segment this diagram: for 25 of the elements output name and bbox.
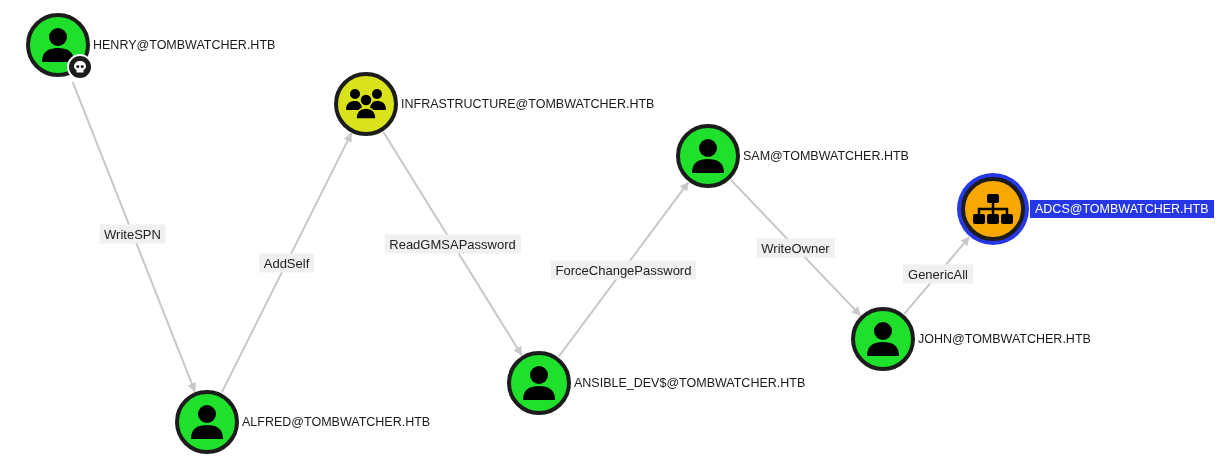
node-label: ANSIBLE_DEV$@TOMBWATCHER.HTB xyxy=(574,376,806,390)
node-circle xyxy=(961,177,1025,241)
edge-label: WriteOwner xyxy=(756,238,835,257)
node-circle xyxy=(334,72,398,136)
node-label: ALFRED@TOMBWATCHER.HTB xyxy=(242,415,431,429)
node-circle xyxy=(676,124,740,188)
edge-label: WriteSPN xyxy=(99,224,166,243)
node-label: HENRY@TOMBWATCHER.HTB xyxy=(93,38,276,52)
edge-label: AddSelf xyxy=(258,253,315,273)
node-circle xyxy=(851,307,915,371)
node-label: INFRASTRUCTURE@TOMBWATCHER.HTB xyxy=(401,97,655,111)
node-circle xyxy=(175,390,239,454)
node-label: SAM@TOMBWATCHER.HTB xyxy=(743,149,909,163)
edge-label: ReadGMSAPassword xyxy=(384,234,521,253)
edge-label: GenericAll xyxy=(903,264,973,284)
arrow xyxy=(220,132,353,394)
arrow xyxy=(71,81,197,393)
node-circle xyxy=(507,351,571,415)
arrow xyxy=(557,181,690,358)
arrow xyxy=(382,131,523,356)
node-label: ADCS@TOMBWATCHER.HTB xyxy=(1030,200,1214,218)
arrow xyxy=(729,178,862,317)
node-label: JOHN@TOMBWATCHER.HTB xyxy=(918,332,1091,346)
edge-label: ForceChangePassword xyxy=(550,260,697,279)
node-circle xyxy=(26,13,90,77)
